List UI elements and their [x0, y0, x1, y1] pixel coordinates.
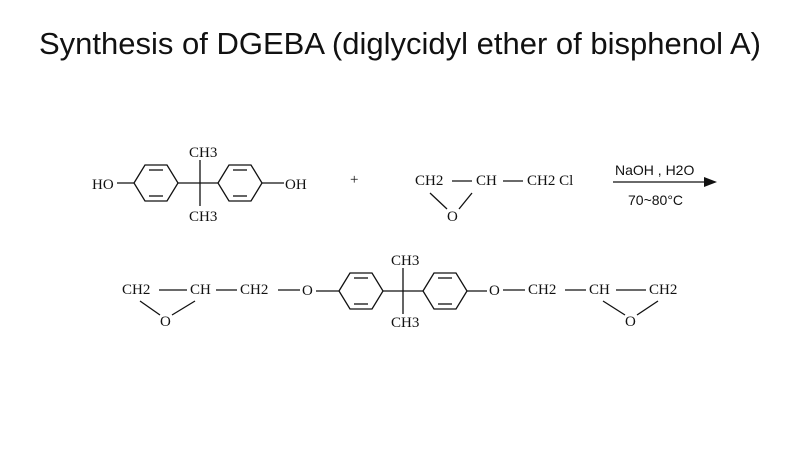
dgeba-product-structure: CH2 CH CH2 O O CH3 CH3 O CH2 CH CH2 O — [122, 253, 677, 331]
bpa-right-hydroxyl: OH — [285, 177, 307, 193]
product-right-ether-oxygen: O — [489, 283, 500, 299]
reaction-arrow-head — [704, 177, 717, 187]
product-right-ch2: CH2 — [649, 282, 677, 298]
epi-ch2cl: CH2 Cl — [527, 173, 573, 189]
reagents-label: NaOH , H2O — [615, 162, 694, 178]
product-left-ether-oxygen: O — [302, 283, 313, 299]
product-right-linker-ch2: CH2 — [528, 282, 556, 298]
product-right-ch: CH — [589, 282, 610, 298]
reaction-conditions: NaOH , H2O 70~80°C — [613, 162, 717, 208]
bpa-bottom-methyl: CH3 — [189, 209, 217, 225]
product-left-linker-ch2: CH2 — [240, 282, 268, 298]
diagram-title: Synthesis of DGEBA (diglycidyl ether of … — [39, 26, 761, 61]
bpa-left-hydroxyl: HO — [92, 177, 114, 193]
temperature-label: 70~80°C — [628, 192, 683, 208]
bisphenol-a-structure: HO CH3 CH3 OH — [92, 145, 307, 225]
plus-sign: + — [350, 172, 358, 188]
product-right-epoxide-oxygen: O — [625, 314, 636, 330]
product-left-ch2: CH2 — [122, 282, 150, 298]
epi-ch: CH — [476, 173, 497, 189]
product-left-epoxide-oxygen: O — [160, 314, 171, 330]
product-bottom-methyl: CH3 — [391, 315, 419, 331]
epichlorohydrin-structure: CH2 CH CH2 Cl O — [415, 173, 573, 225]
bpa-top-methyl: CH3 — [189, 145, 217, 161]
epi-epoxide-oxygen: O — [447, 209, 458, 225]
product-left-ch: CH — [190, 282, 211, 298]
product-top-methyl: CH3 — [391, 253, 419, 269]
epi-ch2: CH2 — [415, 173, 443, 189]
